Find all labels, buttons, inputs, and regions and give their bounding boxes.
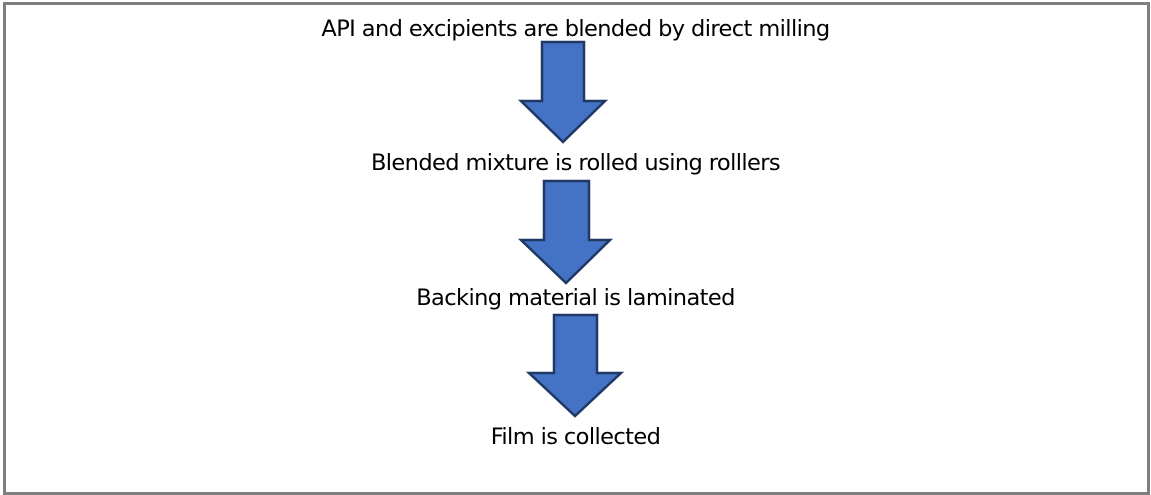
down-arrow-icon bbox=[525, 313, 625, 418]
down-arrow-icon bbox=[517, 40, 609, 144]
down-arrow-icon bbox=[517, 179, 614, 285]
step-collection: Film is collected bbox=[490, 424, 661, 450]
step-blending: API and excipients are blended by direct… bbox=[321, 16, 830, 42]
step-rolling: Blended mixture is rolled using rolllers bbox=[370, 150, 781, 176]
step-laminating: Backing material is laminated bbox=[416, 285, 735, 311]
